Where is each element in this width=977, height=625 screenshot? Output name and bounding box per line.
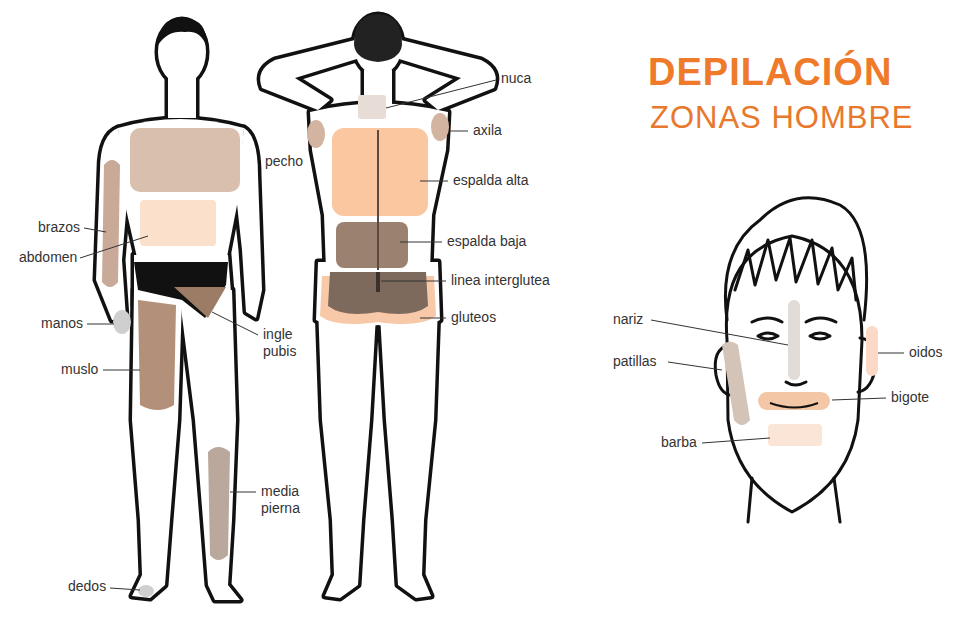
zone-label: nariz (612, 311, 644, 328)
zone-label: brazos (37, 219, 81, 236)
zone-label: gluteos (450, 309, 497, 326)
subtitle: ZONAS HOMBRE (650, 100, 913, 136)
lower-back-zone (336, 222, 408, 268)
leader-lines (80, 80, 904, 590)
title: DEPILACIÓN (648, 50, 892, 94)
zone-label: manos (40, 315, 84, 332)
face-outline (715, 198, 876, 522)
zone-label: dedos (67, 578, 107, 595)
toes-zone (138, 585, 154, 597)
back-hair (354, 14, 402, 62)
intergluteal-line (376, 272, 380, 292)
zone-label: barba (660, 434, 698, 451)
upper-back-zone (332, 128, 428, 216)
zone-label: patillas (612, 353, 658, 370)
zone-label: nuca (500, 70, 532, 87)
arm-zone (102, 160, 120, 287)
zone-label: espalda alta (452, 172, 530, 189)
zone-label: axila (472, 122, 503, 139)
chin-zone (768, 424, 822, 446)
back-figure-fill (260, 15, 496, 598)
mouth-line (770, 403, 818, 408)
sideburn-zone (722, 342, 750, 426)
zone-label: linea interglutea (450, 272, 551, 289)
lower-leg-zone (208, 447, 230, 560)
nose-zone (788, 300, 800, 380)
groin-zone (174, 287, 226, 318)
zone-label: pecho (264, 153, 304, 170)
ear-zone (866, 326, 878, 376)
moustache-zone (758, 392, 830, 410)
zone-label: media pierna (260, 483, 318, 517)
zone-label: muslo (60, 361, 99, 378)
buttocks-zone (328, 272, 428, 314)
front-hair (158, 18, 206, 45)
zone-label: abdomen (18, 249, 78, 266)
abdomen-zone (140, 200, 216, 246)
zone-label: espalda baja (446, 233, 527, 250)
zone-label: oidos (908, 344, 943, 361)
armpit-zone (307, 120, 325, 148)
thigh-zone (138, 300, 176, 410)
zone-label: bigote (890, 389, 930, 406)
back-figure-outline (260, 15, 496, 598)
spine-line (377, 130, 379, 270)
armpit-zone (431, 113, 449, 141)
front-figure-outline (96, 20, 262, 600)
chest-zone (130, 128, 240, 192)
hand-zone (113, 310, 131, 334)
zone-label: ingle pubis (262, 326, 309, 360)
nape-zone (358, 95, 386, 119)
front-figure-fill (96, 20, 262, 600)
